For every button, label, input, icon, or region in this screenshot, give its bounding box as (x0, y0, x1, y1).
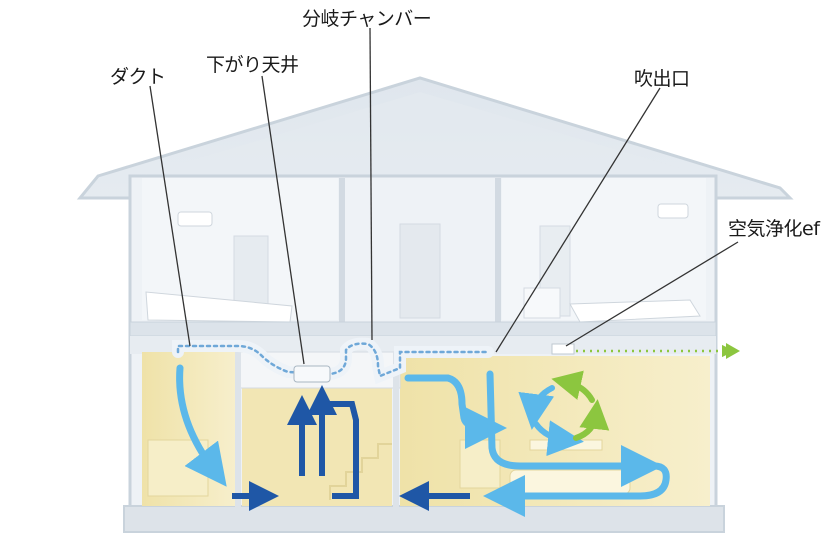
circ-arrow-3 (573, 399, 610, 441)
circ-arrow-4 (551, 370, 595, 403)
leader-branch-chamber (369, 27, 373, 341)
label-duct: ダクト (110, 66, 166, 88)
stairs (329, 443, 392, 500)
upper-floor (142, 178, 706, 323)
exhaust-arrow-head (726, 343, 740, 359)
airflow-dark (232, 385, 470, 511)
roof-inner (140, 92, 706, 176)
airflow-up-3 (328, 401, 359, 499)
leader-outlet (495, 87, 661, 353)
lower-room-center (242, 386, 392, 506)
purify-circulation (518, 370, 610, 457)
ac-unit-right (657, 203, 689, 219)
duct-path (172, 337, 494, 385)
circ-arrow-1 (518, 385, 555, 430)
airflow-right-room-2 (486, 370, 663, 487)
branch-chamber-box (293, 365, 331, 383)
label-branch-chamber: 分岐チャンバー (302, 8, 432, 30)
circ-arrow-2 (533, 420, 584, 457)
floor-slab (129, 321, 717, 337)
door-center (399, 223, 441, 319)
lower-floor (142, 343, 710, 508)
leader-air-purifier (565, 241, 739, 347)
airflow-left-room (176, 364, 227, 487)
leader-lowered-ceiling (261, 75, 305, 365)
label-lowered-ceiling: 下がり天井 (206, 54, 299, 76)
air-purifier-unit (551, 343, 575, 355)
leader-duct (149, 85, 191, 347)
bed-right (569, 299, 701, 323)
label-outlet: 吹出口 (634, 68, 690, 90)
shelf-right (523, 287, 561, 319)
leader-lines (149, 27, 739, 365)
sofa (509, 469, 631, 495)
airflow-right-room-3 (483, 462, 670, 517)
ac-unit-left (177, 211, 213, 227)
label-air-purifier: 空気浄化ef (728, 218, 820, 240)
airflow-light (176, 364, 670, 517)
foundation (123, 505, 725, 533)
airflow-right-room-1 (404, 374, 507, 449)
